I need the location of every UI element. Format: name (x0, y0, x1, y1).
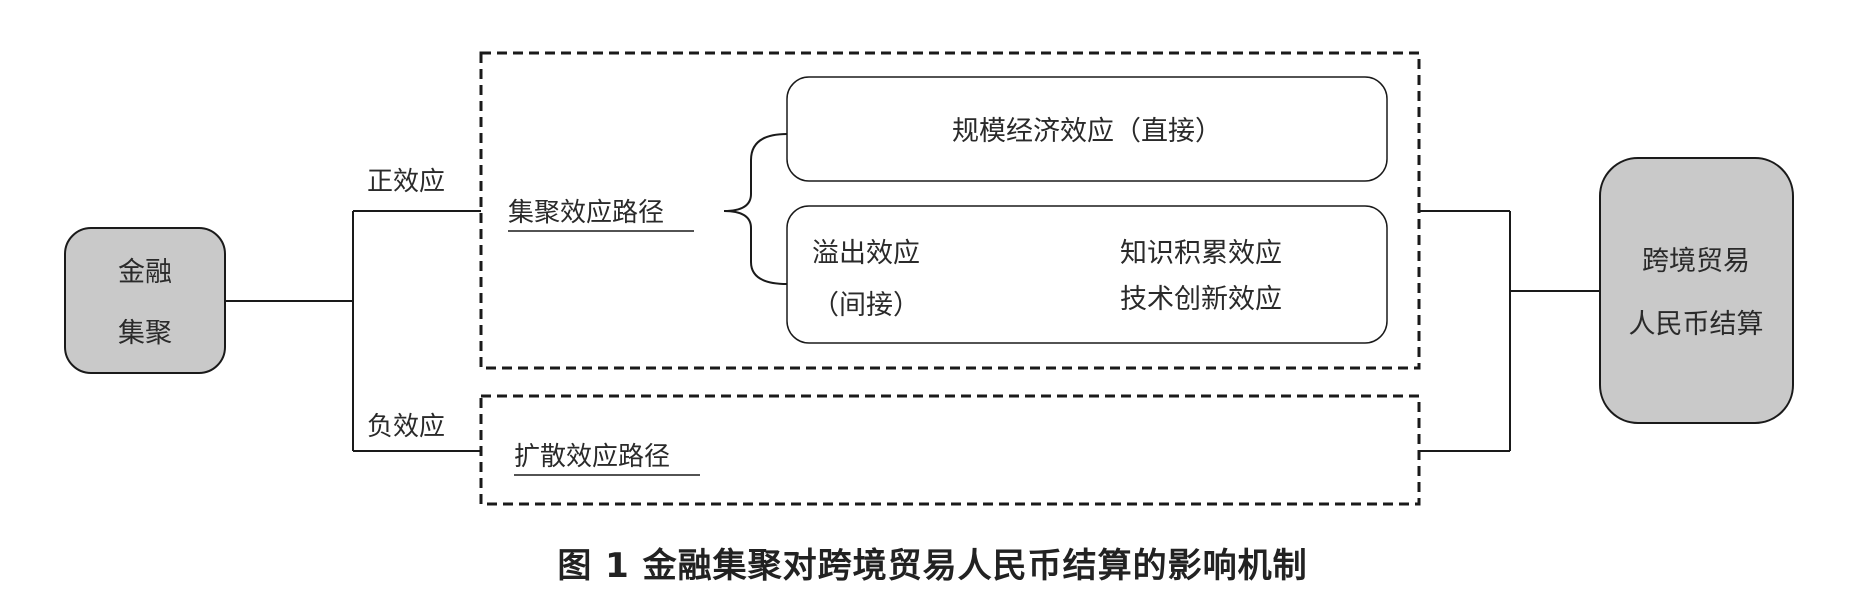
negative-effect-label: 负效应 (367, 412, 445, 442)
spillover-line1: 溢出效应 (812, 238, 920, 269)
positive-effect-label: 正效应 (367, 167, 445, 197)
diffusion-path-group: 扩散效应路径 (479, 394, 1421, 506)
target-node: 跨境贸易 人民币结算 (1599, 157, 1794, 424)
right-connectors (1419, 210, 1600, 452)
target-node-box (1599, 157, 1794, 424)
source-node-line1: 金融 (118, 257, 172, 288)
spillover-line2: （间接） (812, 290, 920, 321)
agglomeration-path-label: 集聚效应路径 (508, 198, 664, 228)
figure-caption: 图 1 金融集聚对跨境贸易人民币结算的影响机制 (557, 546, 1308, 586)
brace-icon (723, 133, 788, 285)
left-connectors (225, 210, 481, 452)
technology-innovation-label: 技术创新效应 (1120, 284, 1282, 315)
scale-economy-box (786, 76, 1388, 182)
source-node-line2: 集聚 (118, 318, 172, 349)
spillover-box (786, 205, 1388, 344)
source-node: 金融 集聚 (64, 227, 226, 374)
target-node-line1: 跨境贸易 (1642, 246, 1750, 277)
source-node-box (64, 227, 226, 374)
agglomeration-path-group: 集聚效应路径 规模经济效应（直接） 溢出效应 （间接） 知识积累效应 技术创新效… (479, 51, 1421, 370)
knowledge-accumulation-label: 知识积累效应 (1120, 238, 1282, 269)
target-node-line2: 人民币结算 (1629, 309, 1764, 340)
diffusion-path-label: 扩散效应路径 (514, 442, 670, 472)
scale-economy-label: 规模经济效应（直接） (952, 116, 1222, 147)
